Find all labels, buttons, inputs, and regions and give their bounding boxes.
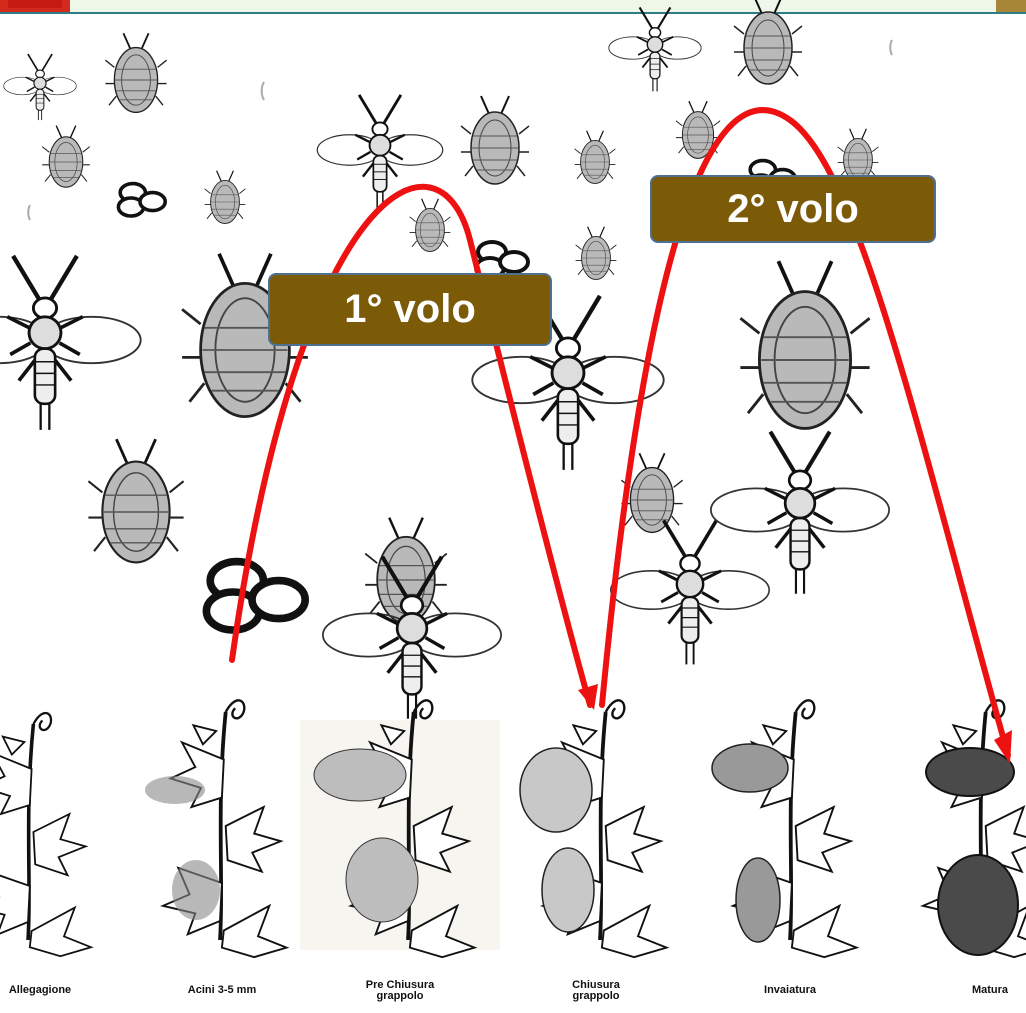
stage-label-invaiatura: Invaiatura — [735, 985, 845, 996]
mealybug-icon — [838, 129, 879, 182]
winged-insect-icon — [317, 95, 442, 209]
mealybug-icon — [740, 261, 869, 428]
berry-cluster-icon — [520, 748, 594, 932]
mealybug-icon — [410, 199, 451, 252]
winged-insect-icon — [609, 7, 701, 91]
mealybug-icon — [461, 96, 529, 184]
mealybug-icon — [42, 126, 90, 188]
grapevine-stages — [0, 700, 1026, 957]
grapevine-shoot-icon — [0, 713, 91, 956]
mealybug-icon — [734, 0, 802, 84]
egg-cluster-icon — [206, 562, 305, 630]
winged-insect-icon — [711, 432, 889, 594]
mealybug-icon — [88, 439, 183, 562]
stage-label-chiusura: Chiusura grappolo — [541, 980, 651, 1002]
grapevine-shoot-icon — [163, 700, 287, 957]
mealybug-icon — [575, 131, 616, 184]
winged-insect-icon — [611, 520, 769, 664]
berry-cluster-icon — [712, 744, 788, 942]
mealybug-icon — [205, 171, 246, 224]
stage-label-maturazione: Matura — [935, 985, 1026, 996]
winged-insect-icon — [4, 54, 77, 120]
egg-cluster-icon — [118, 184, 165, 216]
stage-label-pre-chiusura: Pre Chiusura grappolo — [345, 980, 455, 1002]
stage-label-acini: Acini 3-5 mm — [167, 985, 277, 996]
mealybug-icon — [576, 227, 617, 280]
flight-2-label: 2° volo — [650, 175, 936, 243]
stage-label-allegagione: Allegagione — [0, 985, 95, 996]
winged-insect-icon — [0, 256, 141, 430]
mealybug-icon — [105, 33, 166, 112]
flight-1-label: 1° volo — [268, 273, 552, 346]
